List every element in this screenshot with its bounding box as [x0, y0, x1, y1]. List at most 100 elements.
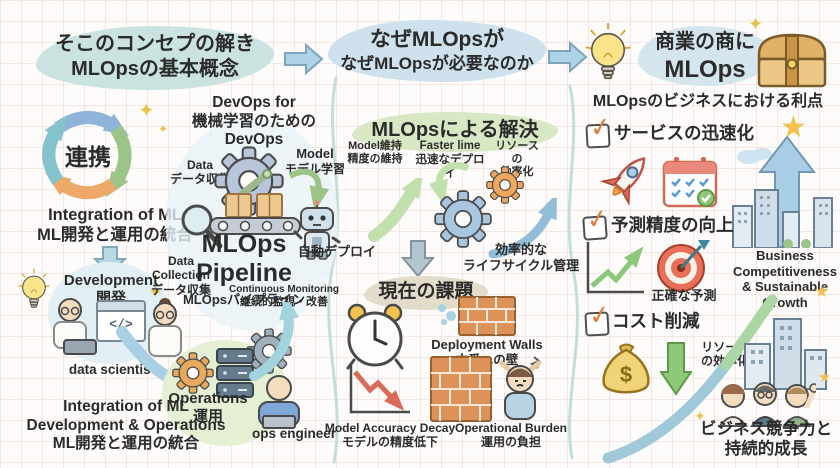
gear-icon: [434, 190, 492, 248]
monitoring-line1: Continuous Monitoring: [229, 284, 339, 295]
problems-title: 現在の課題: [378, 281, 474, 302]
solution-item2-line2: 迅速なデプロイ: [415, 153, 485, 180]
city-buildings-icon: [744, 318, 827, 390]
section1-title: そこのコンセプの解き MLOpsの基本概念: [30, 32, 280, 82]
cost-down-arrow-icon: [660, 342, 692, 396]
star-icon: ★: [818, 369, 832, 386]
lifecycle-line2: ライフサイクル管理: [462, 257, 580, 273]
team-people-icon: [718, 382, 816, 427]
section3-title-line1: 商業の商に: [655, 31, 755, 53]
integration-top-label: Integration of ML ML開発と運用の統合: [8, 206, 222, 246]
growth-chart-icon: [586, 242, 644, 294]
section3-title-highlight: [638, 26, 772, 86]
cycle-center-label: 連携: [65, 144, 111, 170]
code-glyph: </>: [109, 317, 133, 332]
solution-up-arrow-icon: [368, 178, 424, 242]
ops-engineer-label: ops engineer: [251, 426, 337, 441]
data-collection-line2: Collection: [151, 268, 210, 283]
data-step-line1: Data: [186, 158, 213, 172]
ops-to-pipeline-arrow-icon: [249, 302, 299, 381]
flow-arrow-2-icon: [548, 40, 588, 74]
stressed-person-icon: [498, 356, 542, 420]
accuracy-decay-line1: Model Accuracy Decay: [324, 421, 456, 435]
wrench-icon: [239, 169, 272, 197]
sparkle-icon: ✦: [138, 100, 155, 122]
solution-title: MLOpsによる解決: [371, 119, 539, 141]
section2-title-line1: なぜMLOpsが: [369, 28, 505, 51]
target-icon: [657, 240, 710, 292]
operational-burden-line1: Operational Burden: [454, 421, 567, 435]
growth-line1: ビジネス競争力と: [700, 420, 832, 438]
section2-title: なぜMLOpsが なぜMLOpsが必要なのか: [322, 27, 552, 75]
accuracy-decay-label: Model Accuracy Decay モデルの精度低下: [322, 421, 458, 450]
auto-deploy-label: 自動デプロイ: [298, 244, 377, 259]
operational-burden-label: Operational Burden 運用の負担: [450, 421, 572, 450]
growth-line2: 持続的成長: [724, 439, 808, 458]
devops-heading-line3: DevOps: [224, 131, 284, 149]
money-bag-icon: $: [602, 343, 650, 394]
data-collection-label: Data Collection データ収集: [144, 254, 218, 297]
alarm-clock-icon: [346, 303, 404, 370]
integration-bottom-line3: ML開発と運用の統合: [52, 435, 200, 453]
lightbulb-icon: [16, 268, 52, 314]
lightbulb-icon: [582, 22, 634, 88]
section2-title-line2: なぜMLOpsが必要なのか: [340, 54, 534, 74]
accuracy-decay-line2: モデルの精度低下: [341, 435, 438, 450]
calendar-icon: [662, 157, 718, 208]
integration-top-line2: ML開発と運用の統合: [37, 225, 193, 244]
pipeline-title-line1: MLOps: [201, 230, 287, 258]
operations-label: Operations 運用: [150, 390, 266, 426]
conveyor-icon: [209, 193, 301, 235]
operational-burden-line2: 運用の負担: [480, 435, 541, 450]
data-scientist-1-icon: [53, 298, 97, 355]
lifecycle-arrow-icon: [488, 198, 557, 259]
decay-chart-icon: [349, 364, 410, 414]
gear-icon: [172, 352, 214, 394]
star-icon: ★: [780, 111, 807, 144]
pipeline-title: MLOps Pipeline: [170, 230, 318, 288]
model-step-line1: Model: [296, 146, 334, 161]
integration-bottom-line2: Development & Operations: [26, 416, 226, 434]
data-collection-line3: データ収集: [150, 282, 211, 297]
divider-right: [567, 84, 579, 460]
checkmark-icon: ✓: [587, 110, 614, 144]
flow-arrow-1-icon: [284, 42, 324, 76]
operations-line2: 運用: [192, 408, 223, 425]
city-buildings-icon: [732, 189, 833, 248]
benefit3-label: コスト削減: [612, 311, 700, 331]
data-collection-line1: Data: [167, 254, 194, 268]
integration-bottom-line1: Integration of ML: [63, 398, 189, 415]
development-line1: Development: [63, 272, 159, 289]
sparkle-icon: ✦: [158, 122, 169, 136]
pipeline-subtitle: MLOpsパイプライン: [182, 292, 306, 307]
magnifier-icon: [181, 204, 223, 249]
ops-engineer-icon: [258, 375, 300, 429]
deployment-walls-line1: Deployment Walls: [431, 337, 543, 352]
divider-left: [327, 76, 340, 464]
solution-down-arrow-icon: [400, 240, 436, 278]
operations-line1: Operations: [168, 390, 248, 407]
treasure-chest-icon: [757, 33, 827, 88]
section3-title-line2: MLOps: [664, 56, 746, 83]
sparkle-icon: ✦: [748, 14, 764, 34]
business-line1: Business: [756, 248, 814, 263]
section1-title-line1: そこのコンセプの解き: [55, 33, 255, 55]
dollar-glyph: $: [620, 362, 632, 387]
brick-wall-icon: [430, 356, 492, 422]
checkmark-icon: ✓: [583, 202, 611, 236]
solution-title-highlight: [352, 112, 558, 152]
solution-item3-line1: リソースの: [495, 140, 539, 166]
section1-title-line2: MLOpsの基本概念: [71, 58, 239, 80]
solution-item1-line1: Model維持: [348, 140, 402, 152]
solution-item1: Model維持 精度の維持: [342, 140, 408, 166]
server-icon: [216, 348, 254, 398]
growth-curve-icon: [602, 294, 778, 464]
integration-top-line1: Integration of ML: [48, 206, 182, 224]
devops-heading-line1: DevOps for: [212, 94, 296, 111]
business-line3: & Sustainable: [742, 279, 828, 295]
splash-icon: [438, 304, 456, 325]
checkbox-icon: ✓: [582, 202, 611, 241]
business-line2: Competitiveness: [732, 263, 838, 279]
rocket-icon: [599, 157, 646, 206]
